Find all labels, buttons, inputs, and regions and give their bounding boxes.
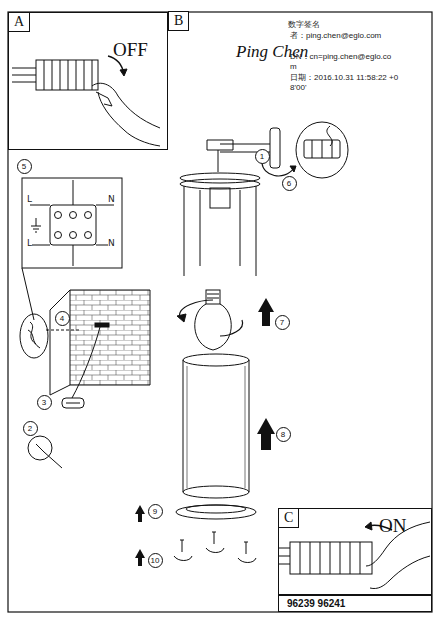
panel-box: C ON: [278, 508, 432, 595]
callout-circle: 10: [148, 553, 163, 568]
callout-circle: 8: [276, 427, 291, 442]
model-number: 96239 96241: [287, 598, 345, 609]
panel-letter: C: [278, 508, 299, 528]
signature-note: 日期：2016.10.31 11:58:22 +08'00': [290, 73, 400, 93]
callout-number: 4: [60, 314, 64, 323]
signature: Ping Chen: [236, 42, 308, 62]
callout-number: 9: [153, 507, 157, 516]
callout-circle: 9: [148, 504, 163, 519]
callout-circle: 1: [255, 149, 270, 164]
callout-number: 6: [287, 179, 291, 188]
callout-circle: 4: [55, 311, 70, 326]
callout-circle: 6: [282, 176, 297, 191]
callout-circle: 2: [23, 421, 38, 436]
callout-circle: 7: [275, 315, 290, 330]
callout-number: 8: [281, 430, 285, 439]
panel-letter: A: [8, 12, 30, 32]
callout-circle: 5: [17, 159, 32, 174]
callout-circle: 3: [37, 395, 52, 410]
signature-note: 者：ping.chen@eglo.com: [290, 31, 395, 41]
callout-number: 3: [42, 398, 46, 407]
terminal-label: N: [108, 238, 115, 248]
callout-number: 5: [22, 162, 26, 171]
terminal-label: L: [27, 194, 32, 204]
callout-number: 10: [151, 556, 160, 565]
panel-box: A OFF: [8, 12, 168, 150]
callout-number: 1: [260, 152, 264, 161]
terminal-label: N: [108, 194, 115, 204]
switch-state: ON: [379, 515, 406, 537]
callout-number: 7: [280, 318, 284, 327]
panel-box: 96239 96241: [278, 595, 432, 612]
callout-number: 2: [28, 424, 32, 433]
panel-letter: B: [168, 11, 189, 31]
terminal-label: L: [27, 238, 32, 248]
switch-state: OFF: [113, 39, 148, 61]
signature-note: 数字签名: [288, 20, 428, 30]
